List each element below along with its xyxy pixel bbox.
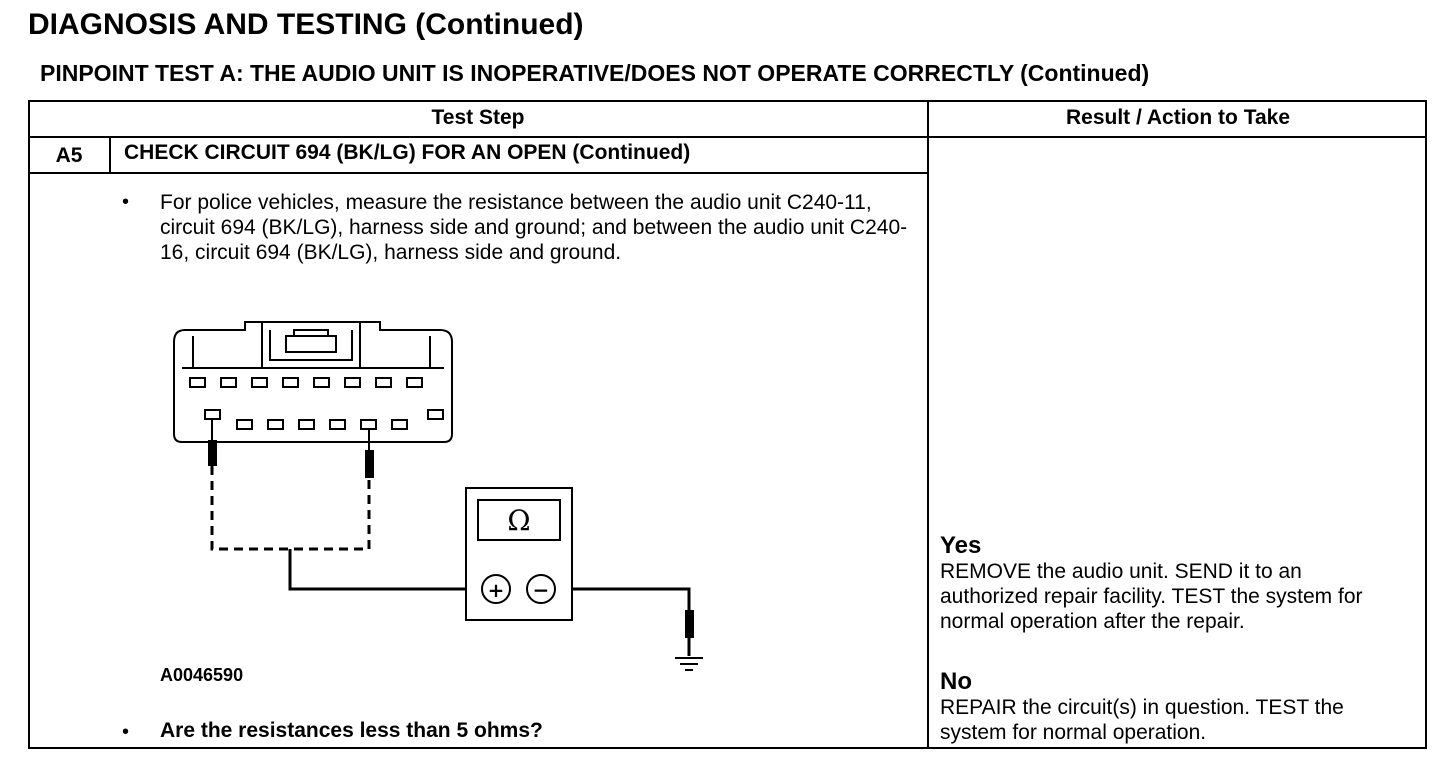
ground-icon <box>675 657 703 671</box>
result-yes-action: REMOVE the audio unit. SEND it to an aut… <box>940 560 1363 633</box>
ohmmeter-icon <box>465 487 573 621</box>
result-no-action: REPAIR the circuit(s) in question. TEST … <box>940 696 1344 744</box>
connector-pins-bottom-row <box>204 409 444 430</box>
figure-id: A0046590 <box>160 665 244 685</box>
instruction-text: For police vehicles, measure the resista… <box>160 191 908 264</box>
meter-wiring <box>288 549 691 656</box>
header-divider <box>28 136 1427 138</box>
column-divider <box>927 100 929 749</box>
instruction-bullet: • <box>122 191 130 213</box>
step-title: CHECK CIRCUIT 694 (BK/LG) FOR AN OPEN (C… <box>124 141 691 164</box>
result-no-label: No <box>940 668 972 695</box>
meter-minus-terminal: − <box>533 578 550 602</box>
result-yes-label: Yes <box>940 532 982 559</box>
connector-pins-top-row <box>189 377 423 388</box>
connector-body <box>173 321 453 443</box>
probe-tips <box>208 440 694 638</box>
pinpoint-test-title: PINPOINT TEST A: THE AUDIO UNIT IS INOPE… <box>40 60 1150 86</box>
page-title: DIAGNOSIS AND TESTING (Continued) <box>28 8 584 41</box>
ohm-symbol: Ω <box>507 504 530 537</box>
step-id: A5 <box>55 144 83 167</box>
question-bullet: • <box>122 721 130 743</box>
step-row-divider <box>28 172 929 174</box>
header-test-step: Test Step <box>431 106 525 129</box>
meter-plus-terminal: + <box>488 578 505 602</box>
dashed-test-leads <box>210 466 371 551</box>
step-id-divider <box>109 136 111 174</box>
header-result-action: Result / Action to Take <box>1065 106 1291 129</box>
test-table <box>28 100 1427 749</box>
question-text: Are the resistances less than 5 ohms? <box>160 719 543 742</box>
probe-leads <box>211 419 370 450</box>
